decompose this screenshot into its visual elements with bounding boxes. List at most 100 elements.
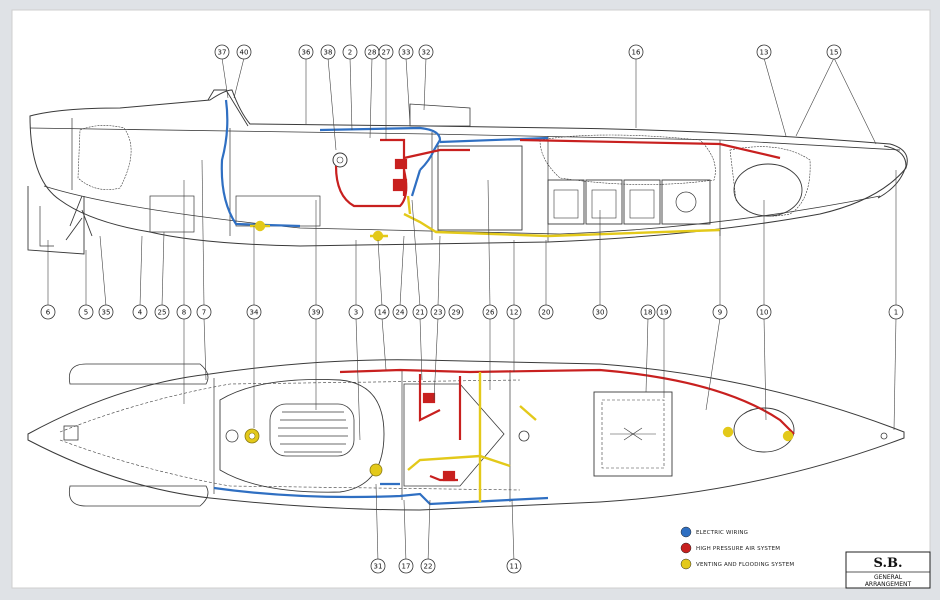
- callout-9: 9: [712, 304, 728, 320]
- svg-text:38: 38: [324, 49, 333, 57]
- plan-venting-system: [244, 372, 794, 502]
- side-bow: [877, 145, 907, 199]
- svg-text:39: 39: [312, 309, 321, 317]
- side-bow-chamber: [733, 163, 803, 217]
- svg-text:37: 37: [218, 49, 227, 57]
- callout-17: 17: [398, 558, 414, 574]
- svg-text:20: 20: [542, 309, 551, 317]
- callout-40: 40: [236, 44, 252, 60]
- svg-text:28: 28: [368, 49, 377, 57]
- callout-32: 32: [418, 44, 434, 60]
- legend-swatch-venting: [680, 558, 692, 570]
- callout-24: 24: [392, 304, 408, 320]
- callout-11: 11: [506, 558, 522, 574]
- callout-leaders: [47, 57, 897, 563]
- callout-18: 18: [640, 304, 656, 320]
- title-block: S.B. GENERAL ARRANGEMENT: [845, 551, 931, 589]
- callout-21: 21: [412, 304, 428, 320]
- svg-text:21: 21: [416, 309, 425, 317]
- callout-2: 2: [342, 44, 358, 60]
- svg-text:5: 5: [84, 309, 88, 317]
- title-line-2: ARRANGEMENT: [865, 581, 912, 588]
- callout-10: 10: [756, 304, 772, 320]
- svg-text:10: 10: [760, 309, 769, 317]
- legend-label-air: HIGH PRESSURE AIR SYSTEM: [696, 546, 780, 552]
- legend-item-venting: VENTING AND FLOODING SYSTEM: [680, 558, 794, 570]
- side-stern: [27, 186, 85, 255]
- side-battery-boxes: [547, 179, 711, 225]
- svg-text:19: 19: [660, 309, 669, 317]
- plan-cockpit: [219, 378, 385, 493]
- callout-36: 36: [298, 44, 314, 60]
- callout-5: 5: [78, 304, 94, 320]
- svg-text:15: 15: [830, 49, 839, 57]
- callout-29: 29: [448, 304, 464, 320]
- svg-text:1: 1: [894, 309, 898, 317]
- svg-text:26: 26: [486, 309, 495, 317]
- callout-16: 16: [628, 44, 644, 60]
- callout-19: 19: [656, 304, 672, 320]
- callout-4: 4: [132, 304, 148, 320]
- callouts-bottom: 31 17 22 11: [370, 558, 522, 574]
- svg-text:22: 22: [424, 563, 433, 571]
- side-electric-wiring: [220, 99, 549, 228]
- callout-33: 33: [398, 44, 414, 60]
- callouts-top: 37 40 36 38 2 28 27 33 32 16 13 15: [214, 44, 842, 60]
- title-code: S.B.: [874, 556, 903, 571]
- svg-text:3: 3: [354, 309, 358, 317]
- callout-6: 6: [40, 304, 56, 320]
- svg-text:33: 33: [402, 49, 411, 57]
- callout-8: 8: [176, 304, 192, 320]
- svg-text:9: 9: [718, 309, 722, 317]
- side-ballast-tank: [437, 145, 523, 231]
- svg-text:23: 23: [434, 309, 443, 317]
- callout-1: 1: [888, 304, 904, 320]
- callout-26: 26: [482, 304, 498, 320]
- svg-text:31: 31: [374, 563, 383, 571]
- svg-text:27: 27: [382, 49, 391, 57]
- side-conning-fin: [409, 103, 471, 127]
- title-line-1: GENERAL: [874, 574, 903, 581]
- svg-text:34: 34: [250, 309, 259, 317]
- callout-25: 25: [154, 304, 170, 320]
- svg-text:14: 14: [378, 309, 387, 317]
- svg-text:24: 24: [396, 309, 405, 317]
- plan-starboard-fin: [68, 485, 209, 507]
- svg-text:18: 18: [644, 309, 653, 317]
- callout-20: 20: [538, 304, 554, 320]
- svg-text:36: 36: [302, 49, 311, 57]
- svg-text:40: 40: [240, 49, 249, 57]
- svg-text:4: 4: [138, 309, 143, 317]
- svg-text:7: 7: [202, 309, 206, 317]
- plan-electric-wiring: [213, 482, 549, 506]
- svg-text:30: 30: [596, 309, 605, 317]
- plan-air-system: [339, 368, 795, 482]
- legend-label-electric: ELECTRIC WIRING: [696, 530, 748, 536]
- side-venting-system: [250, 195, 721, 242]
- callout-27: 27: [378, 44, 394, 60]
- legend-item-electric: ELECTRIC WIRING: [680, 526, 748, 538]
- svg-text:11: 11: [510, 563, 519, 571]
- callout-28: 28: [364, 44, 380, 60]
- side-elevation: [27, 89, 908, 255]
- svg-text:2: 2: [348, 49, 352, 57]
- callout-22: 22: [420, 558, 436, 574]
- side-coaming: [207, 89, 249, 127]
- svg-text:12: 12: [510, 309, 519, 317]
- callout-38: 38: [320, 44, 336, 60]
- callout-37: 37: [214, 44, 230, 60]
- svg-text:8: 8: [182, 309, 186, 317]
- callout-14: 14: [374, 304, 390, 320]
- legend-item-air: HIGH PRESSURE AIR SYSTEM: [680, 542, 780, 554]
- callout-3: 3: [348, 304, 364, 320]
- callout-35: 35: [98, 304, 114, 320]
- svg-text:17: 17: [402, 563, 411, 571]
- legend-swatch-electric: [680, 526, 692, 538]
- plan-port-fin: [68, 363, 209, 385]
- callout-23: 23: [430, 304, 446, 320]
- callout-12: 12: [506, 304, 522, 320]
- side-air-system: [334, 138, 781, 208]
- svg-text:35: 35: [102, 309, 111, 317]
- legend-label-venting: VENTING AND FLOODING SYSTEM: [696, 562, 794, 568]
